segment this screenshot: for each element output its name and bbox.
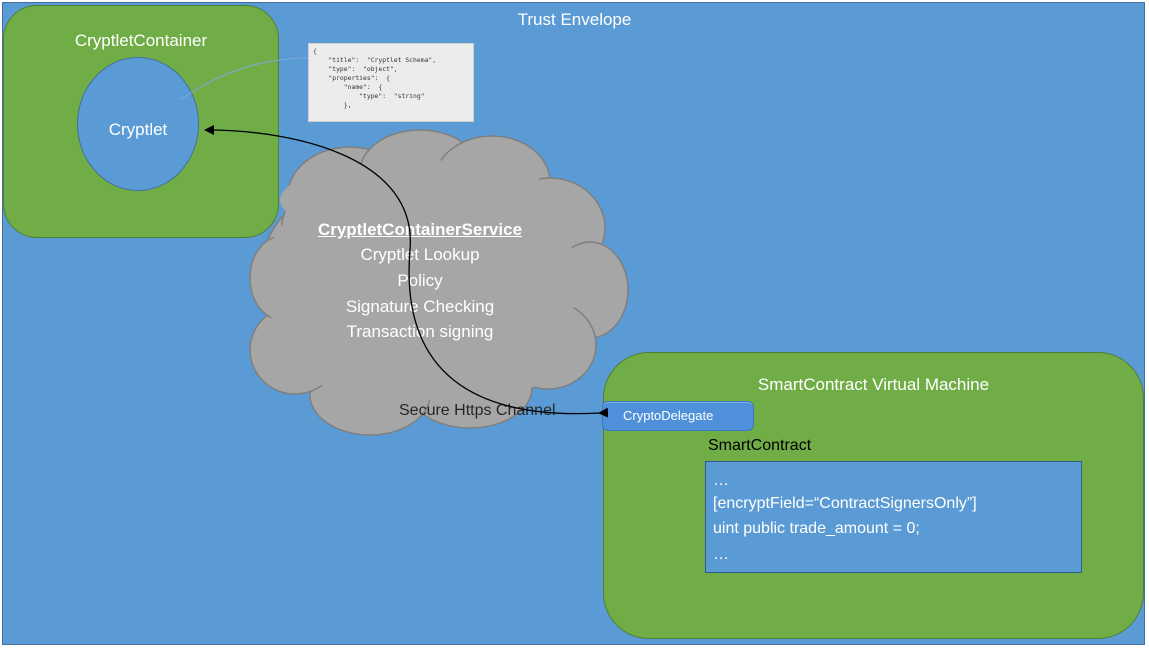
code-line: [encryptField=“ContractSignersOnly”] <box>713 495 977 512</box>
cryptlet-node <box>77 57 199 191</box>
code-line: … <box>713 472 729 489</box>
schema-link-line <box>179 57 309 101</box>
double-arrow-connector-icon <box>204 125 609 418</box>
vm-title: SmartContract Virtual Machine <box>757 375 990 394</box>
crypto-delegate: CryptoDelegate <box>602 401 754 431</box>
smartcontract-title: SmartContract <box>708 437 812 454</box>
code-line: … <box>713 546 729 563</box>
schema-code: { "title": "Cryptlet Schema", "type": "o… <box>313 47 437 109</box>
trust-envelope-label: Trust Envelope <box>517 10 632 29</box>
code-line: uint public trade_amount = 0; <box>713 520 920 537</box>
contract-code-box: … [encryptField=“ContractSignersOnly”] u… <box>705 461 1082 573</box>
cryptlet-label: Cryptlet <box>108 120 168 139</box>
schema-snippet: { "title": "Cryptlet Schema", "type": "o… <box>308 43 474 122</box>
cryptlet-container-title: CryptletContainer <box>74 31 208 50</box>
